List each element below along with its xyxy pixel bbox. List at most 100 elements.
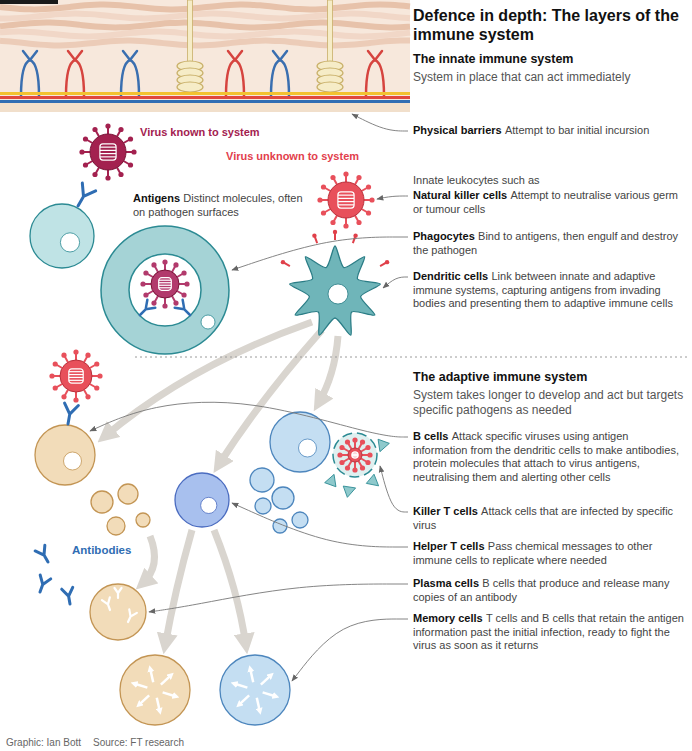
chart-title: Defence in depth: The layers of the immu… <box>413 7 679 43</box>
sweat-gland <box>177 0 203 92</box>
annotation-text: Attempt to bar initial incursion <box>505 124 649 136</box>
antigen-mark <box>312 233 316 237</box>
virus-part <box>100 156 116 157</box>
virus-part <box>69 371 83 372</box>
virus <box>337 437 372 472</box>
memory-arrow <box>250 669 253 683</box>
annotation-term: Antigens <box>133 192 180 204</box>
annotation-term: Physical barriers <box>413 124 502 136</box>
virus-part <box>128 136 133 141</box>
memory-arrow <box>239 695 249 705</box>
leader-line <box>232 237 408 270</box>
virus-part <box>69 374 83 375</box>
annotation-block: Physical barriersAttempt to bar initial … <box>413 124 685 138</box>
memory-arrow <box>150 669 153 683</box>
blood-vessel <box>226 51 244 96</box>
skin-ground <box>0 0 410 112</box>
immune-cell <box>91 491 113 513</box>
virus-part <box>151 300 156 305</box>
virus-part <box>345 465 350 470</box>
immune-cell <box>220 655 290 725</box>
leader-line <box>383 277 408 288</box>
antibody <box>61 403 78 425</box>
credit-block: Graphic: Ian BottSource: FT research <box>6 736 196 750</box>
immune-cell <box>136 513 150 527</box>
virus-part <box>173 262 178 267</box>
section-subtitle: System in place that can act immediately <box>413 70 630 84</box>
figure-label-block: Virus unknown to system <box>226 150 359 164</box>
pathway-arrow <box>214 530 246 646</box>
infected-cell-part <box>325 472 340 486</box>
virus-part <box>159 280 172 281</box>
annotation-term: Memory cells <box>413 612 483 624</box>
virus <box>79 123 136 180</box>
skin-section <box>0 0 410 112</box>
immune-cell-part <box>220 655 290 725</box>
immune-cell <box>120 655 190 725</box>
section-subtitle: System takes longer to develop and act b… <box>413 388 683 417</box>
annotation-term: Helper T cells <box>413 540 485 552</box>
blood-vessel <box>66 51 84 96</box>
virus-part <box>143 292 148 297</box>
blood-vessel <box>121 51 139 96</box>
memory-arrow <box>163 692 176 696</box>
virus-part <box>90 134 126 170</box>
figure-label: Antibodies <box>72 544 131 556</box>
virus-part <box>330 175 335 180</box>
leader-line <box>377 196 408 199</box>
virus-part <box>365 460 370 465</box>
virus-part <box>365 445 370 450</box>
leader-line <box>352 114 408 131</box>
skin-stripe <box>0 96 410 99</box>
immune-cell <box>270 412 330 472</box>
dendritic-cell <box>281 230 389 335</box>
blood-vessel <box>366 51 384 96</box>
virus-part <box>162 303 167 308</box>
immune-cell <box>255 498 271 514</box>
memory-arrow <box>263 692 276 696</box>
virus-part <box>343 171 348 176</box>
virus-part <box>159 287 172 288</box>
immune-cell-part <box>60 233 79 252</box>
annotation-block: AntigensDistinct molecules, often on pat… <box>133 192 305 219</box>
antibody <box>35 575 51 594</box>
pathway-arrow <box>142 536 155 584</box>
virus-part <box>69 377 83 378</box>
antibody <box>136 300 155 319</box>
virus-part <box>61 353 66 358</box>
memory-arrow <box>257 698 260 712</box>
pathway-arrow <box>165 530 192 646</box>
immune-cell-part <box>91 491 113 513</box>
memory-arrow <box>139 695 149 705</box>
virus-part <box>49 373 54 378</box>
immune-cell-part <box>120 655 190 725</box>
virus-label: Virus unknown to system <box>226 150 359 162</box>
skin-stripe <box>0 92 410 95</box>
immune-cell-part <box>292 512 308 528</box>
annotation-term: Dendritic cells <box>413 270 488 282</box>
antibody <box>71 183 95 210</box>
virus-part <box>85 353 90 358</box>
virus-part <box>92 127 97 132</box>
immune-cell <box>272 487 294 509</box>
skin-layer <box>0 14 410 19</box>
immune-cell-part <box>255 498 271 514</box>
annotation-term: Phagocytes <box>413 230 475 242</box>
immune-cell-part <box>270 412 330 472</box>
virus-part <box>360 465 365 470</box>
virus-part <box>79 149 84 154</box>
virus-part <box>73 397 78 402</box>
virus-part <box>330 220 335 225</box>
leader-line <box>380 466 408 512</box>
antibody <box>175 300 194 319</box>
virus-part <box>181 270 186 275</box>
annotation-block: B cellsAttack specific viruses using ant… <box>413 430 685 484</box>
immune-cell-part <box>35 425 95 485</box>
section-heading: The adaptive immune system <box>413 370 587 384</box>
virus-part <box>100 153 116 154</box>
immune-cell-part <box>175 473 229 527</box>
brand-bar <box>0 0 58 4</box>
virus-part <box>348 448 362 462</box>
virus-part <box>128 162 133 167</box>
annotation-term: B cells <box>413 430 448 442</box>
